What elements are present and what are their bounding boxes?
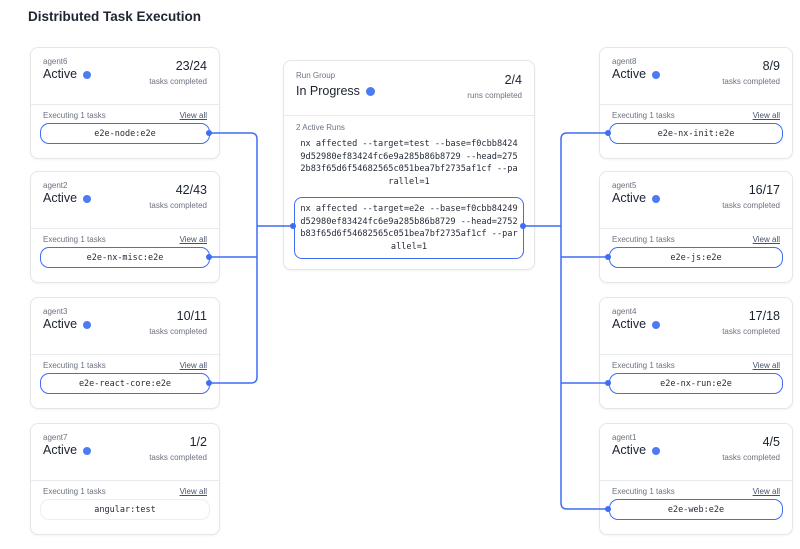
tasks-count-caption: tasks completed <box>149 77 207 86</box>
agent-status: Active <box>43 443 92 457</box>
agent-name: agent5 <box>612 181 637 190</box>
agent-name: agent8 <box>612 57 637 66</box>
task-pill[interactable]: e2e-js:e2e <box>609 247 783 268</box>
active-runs-label: 2 Active Runs <box>296 123 345 132</box>
agent-name: agent6 <box>43 57 68 66</box>
agent-card-agent5: agent5 Active 16/17 tasks completed Exec… <box>599 171 793 283</box>
executing-label: Executing 1 tasks <box>612 361 675 370</box>
agent-name: agent4 <box>612 307 637 316</box>
executing-label: Executing 1 tasks <box>612 235 675 244</box>
agent-name: agent3 <box>43 307 68 316</box>
tasks-count-caption: tasks completed <box>149 201 207 210</box>
agent-status: Active <box>43 191 92 205</box>
agent-status: Active <box>43 67 92 81</box>
run-command-e2e-highlighted[interactable]: nx affected --target=e2e --base=f0cbb842… <box>294 197 524 259</box>
agent-status: Active <box>612 191 661 205</box>
run-group-label: Run Group <box>296 71 336 80</box>
task-pill[interactable]: angular:test <box>40 499 210 520</box>
page-title: Distributed Task Execution <box>28 9 202 24</box>
card-divider <box>31 104 219 105</box>
view-all-link[interactable]: View all <box>752 361 780 370</box>
executing-label: Executing 1 tasks <box>43 235 106 244</box>
agent-card-agent2: agent2 Active 42/43 tasks completed Exec… <box>30 171 220 283</box>
run-group-card: Run Group In Progress 2/4 runs completed… <box>283 60 535 270</box>
card-divider <box>31 354 219 355</box>
tasks-count: 1/2 <box>189 435 207 449</box>
runs-count-caption: runs completed <box>467 91 522 100</box>
status-dot-icon <box>83 194 92 203</box>
executing-label: Executing 1 tasks <box>612 487 675 496</box>
agent-status: Active <box>612 317 661 331</box>
agent-card-agent7: agent7 Active 1/2 tasks completed Execut… <box>30 423 220 535</box>
task-pill[interactable]: e2e-react-core:e2e <box>40 373 210 394</box>
task-pill[interactable]: e2e-nx-run:e2e <box>609 373 783 394</box>
agent-card-agent6: agent6 Active 23/24 tasks completed Exec… <box>30 47 220 159</box>
status-dot-icon <box>365 86 375 96</box>
view-all-link[interactable]: View all <box>179 487 207 496</box>
agent-card-agent8: agent8 Active 8/9 tasks completed Execut… <box>599 47 793 159</box>
executing-label: Executing 1 tasks <box>612 111 675 120</box>
agent-card-agent4: agent4 Active 17/18 tasks completed Exec… <box>599 297 793 409</box>
agent-status: Active <box>43 317 92 331</box>
view-all-link[interactable]: View all <box>752 235 780 244</box>
status-dot-icon <box>652 446 661 455</box>
tasks-count: 23/24 <box>175 59 207 73</box>
tasks-count: 10/11 <box>176 309 207 323</box>
view-all-link[interactable]: View all <box>752 487 780 496</box>
status-dot-icon <box>652 194 661 203</box>
status-dot-icon <box>83 446 92 455</box>
card-divider <box>31 228 219 229</box>
agent-card-agent1: agent1 Active 4/5 tasks completed Execut… <box>599 423 793 535</box>
card-divider <box>284 115 534 116</box>
runs-count: 2/4 <box>504 73 522 87</box>
task-pill[interactable]: e2e-web:e2e <box>609 499 783 520</box>
view-all-link[interactable]: View all <box>752 111 780 120</box>
run-command-test: nx affected --target=test --base=f0cbb84… <box>300 139 518 187</box>
tasks-count: 42/43 <box>175 183 207 197</box>
task-pill[interactable]: e2e-node:e2e <box>40 123 210 144</box>
executing-label: Executing 1 tasks <box>43 487 106 496</box>
agent-name: agent7 <box>43 433 68 442</box>
tasks-count-caption: tasks completed <box>722 453 780 462</box>
status-dot-icon <box>652 320 661 329</box>
tasks-count-caption: tasks completed <box>722 201 780 210</box>
executing-label: Executing 1 tasks <box>43 111 106 120</box>
status-dot-icon <box>83 70 92 79</box>
view-all-link[interactable]: View all <box>179 111 207 120</box>
tasks-count-caption: tasks completed <box>722 327 780 336</box>
task-pill[interactable]: e2e-nx-misc:e2e <box>40 247 210 268</box>
agent-card-agent3: agent3 Active 10/11 tasks completed Exec… <box>30 297 220 409</box>
tasks-count-caption: tasks completed <box>722 77 780 86</box>
agent-status: Active <box>612 67 661 81</box>
tasks-count: 8/9 <box>762 59 780 73</box>
card-divider <box>600 354 792 355</box>
tasks-count: 4/5 <box>762 435 780 449</box>
executing-label: Executing 1 tasks <box>43 361 106 370</box>
status-dot-icon <box>83 320 92 329</box>
agent-name: agent1 <box>612 433 637 442</box>
tasks-count: 16/17 <box>748 183 780 197</box>
tasks-count-caption: tasks completed <box>149 327 207 336</box>
tasks-count-caption: tasks completed <box>149 453 207 462</box>
card-divider <box>600 104 792 105</box>
run-group-status: In Progress <box>296 84 375 98</box>
agent-name: agent2 <box>43 181 68 190</box>
view-all-link[interactable]: View all <box>179 235 207 244</box>
agent-status: Active <box>612 443 661 457</box>
view-all-link[interactable]: View all <box>179 361 207 370</box>
task-pill[interactable]: e2e-nx-init:e2e <box>609 123 783 144</box>
card-divider <box>31 480 219 481</box>
tasks-count: 17/18 <box>748 309 780 323</box>
status-dot-icon <box>652 70 661 79</box>
card-divider <box>600 228 792 229</box>
card-divider <box>600 480 792 481</box>
